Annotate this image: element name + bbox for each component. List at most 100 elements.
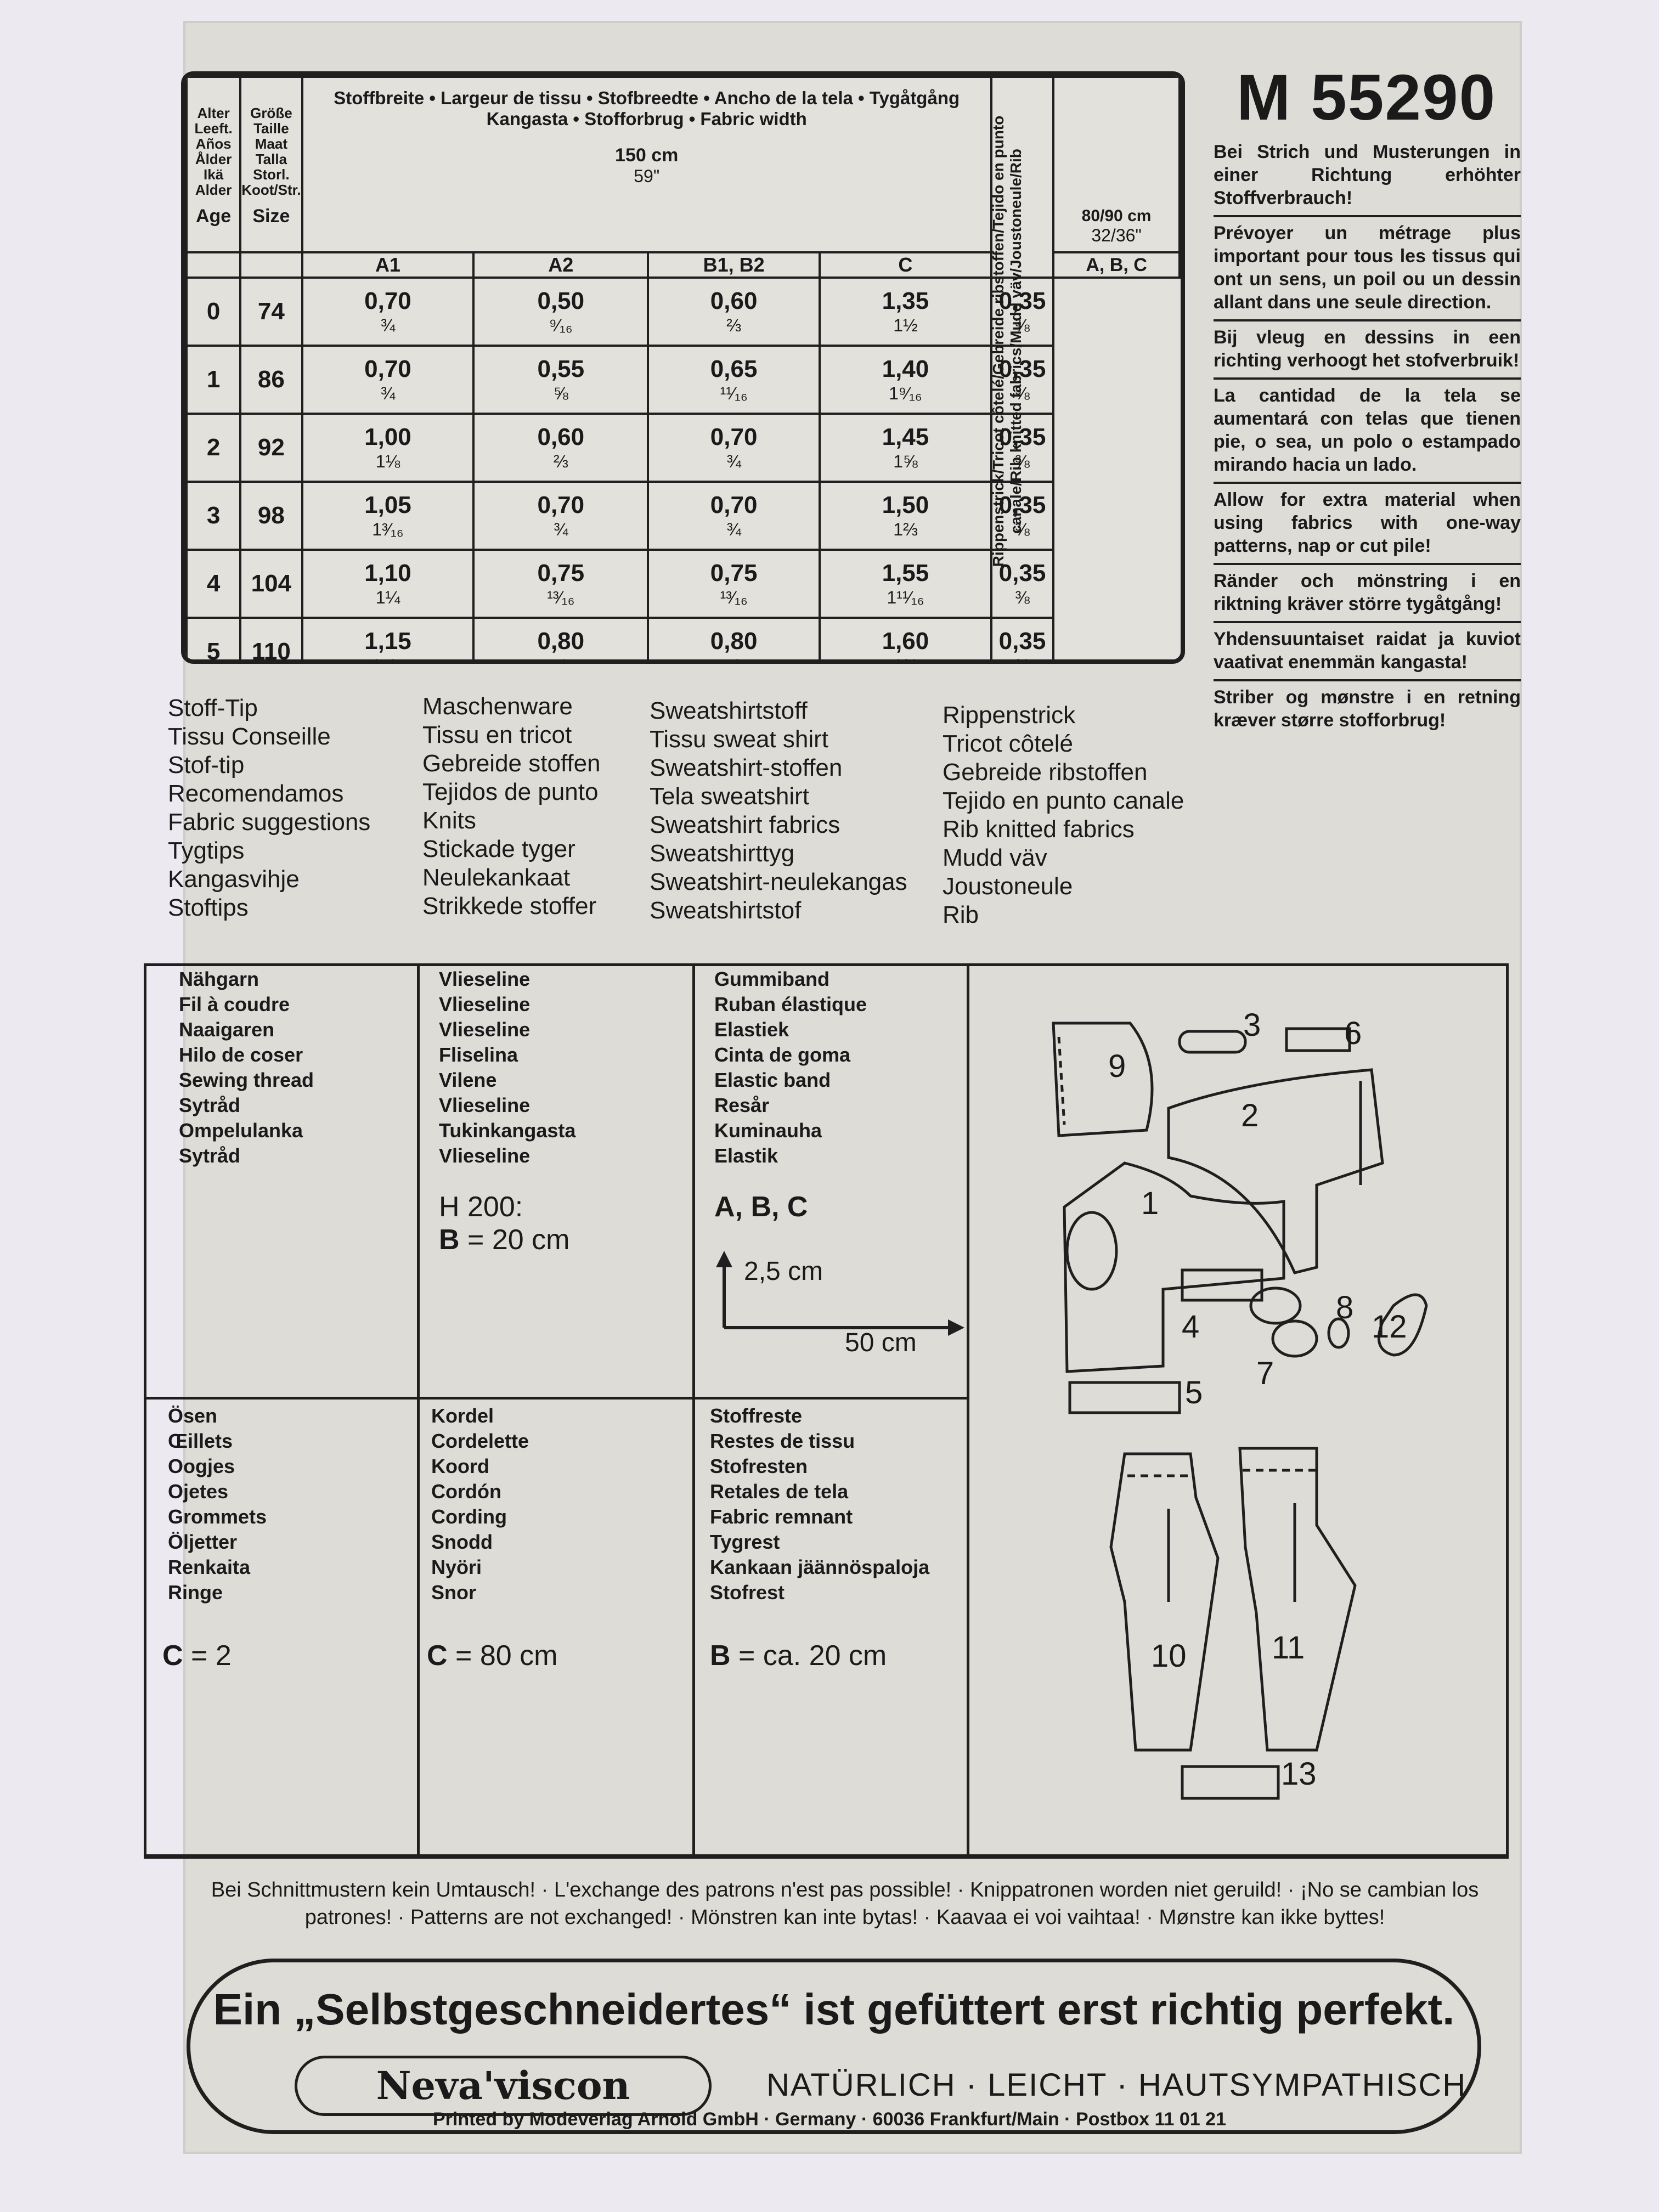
pattern-piece-7: [1249, 1286, 1302, 1325]
sugLabels-item: Stof-tip: [168, 752, 245, 778]
sizeHdr-item: Maat: [255, 136, 288, 152]
cord-amount-value: = 80 cm: [455, 1640, 558, 1672]
ageHdr-item: Alder: [195, 182, 232, 198]
sizeHdr-item: Koot/Str.: [241, 182, 301, 198]
grid-line: [967, 963, 969, 1859]
yardage-yards: ¾: [380, 383, 396, 403]
sizeHdr-item: Talla: [255, 151, 287, 167]
grommets-item: Ringe: [168, 1581, 223, 1604]
sugKnits-item: Strikkede stoffer: [422, 893, 597, 919]
yardage-cell: 0,80⅞: [647, 617, 821, 659]
sugLabels-item: Tygtips: [168, 837, 245, 864]
pattern-piece-8: [1327, 1317, 1350, 1349]
sugSweat-item: Sweatshirtstof: [650, 897, 802, 924]
rib-meters: 0,35: [998, 356, 1046, 382]
brand-tagline: NATÜRLICH · LEICHT · HAUTSYMPATHISCH: [766, 2067, 1467, 2103]
yardage-yards: 1⁹⁄₁₆: [889, 383, 922, 403]
yardage-meters: 0,70: [364, 356, 411, 382]
pattern-piece-front: [1063, 1161, 1285, 1373]
age-cell: 1: [185, 345, 242, 415]
yardage-meters: 1,15: [364, 628, 411, 654]
rib-meters: 0,35: [998, 287, 1046, 314]
size-cell: 86: [239, 345, 303, 415]
yardage-meters: 1,40: [882, 356, 929, 382]
pattern-pieces-diagram: [1052, 1022, 1428, 1800]
width-8090-in: 32/36": [1091, 225, 1142, 245]
thread-item: Ompelulanka: [179, 1119, 303, 1142]
sugRib-item: Tejido en punto canale: [943, 787, 1184, 814]
yardage-meters: 1,45: [882, 424, 929, 450]
yardage-yards: ⅔: [553, 452, 568, 471]
yardage-yards: 1³⁄₁₆: [372, 520, 404, 539]
col-c: C: [819, 251, 992, 279]
sugSweat-item: Sweatshirt fabrics: [650, 811, 840, 838]
sugRib-item: Gebreide ribstoffen: [943, 759, 1148, 786]
ageHdr-item: Ikä: [204, 166, 224, 183]
yardage-meters: 0,55: [537, 356, 585, 382]
yardage-meters: 1,10: [364, 560, 411, 586]
piece-number-11: 11: [1272, 1630, 1305, 1666]
yardage-yards: ⅔: [726, 315, 741, 335]
sugSweat-item: Tissu sweat shirt: [650, 726, 829, 753]
remnants-item: Fabric remnant: [710, 1505, 853, 1528]
rib-meters: 0,35: [998, 560, 1046, 586]
sugLabels-item: Kangasvihje: [168, 866, 300, 893]
yardage-yards: ⅞: [649, 655, 819, 659]
sugLabels-item: Stoftips: [168, 894, 249, 921]
note-paragraph: Prévoyer un métrage plus important pour …: [1214, 217, 1521, 321]
fabric-width-title-2: Kangasta • Stofforbrug • Fabric width: [486, 109, 807, 129]
interfacing-amount-value: = 20 cm: [467, 1224, 570, 1256]
yardage-meters: 0,60: [710, 287, 758, 314]
col-b1b2: B1, B2: [647, 251, 821, 279]
sugLabels-item: Recomendamos: [168, 780, 344, 807]
yardage-yards: ¹³⁄₁₆: [547, 588, 575, 607]
yardage-meters: 0,70: [710, 492, 758, 518]
sugRib-item: Mudd väv: [943, 844, 1047, 871]
yardage-meters: 1,60: [882, 628, 929, 654]
remnants-item: Kankaan jäännöspaloja: [710, 1556, 930, 1578]
piece-number-2: 2: [1241, 1098, 1259, 1133]
grommets-item: Grommets: [168, 1505, 267, 1528]
yardage-meters: 1,50: [882, 492, 929, 518]
note-paragraph: Yhdensuuntaiset raidat ja kuviot vaativa…: [1214, 623, 1521, 681]
yardage-yards: 1⁵⁄₁₆: [303, 655, 473, 659]
thread-item: Sytråd: [179, 1144, 241, 1167]
rib-column-label: Rippenstrick/Tricot côtelé/Gebreide ribs…: [990, 76, 1055, 567]
grommets-item: Renkaita: [168, 1556, 251, 1578]
remnants-item: Retales de tela: [710, 1480, 849, 1503]
sugLabels-item: Tissu Conseille: [168, 723, 331, 750]
grid-line: [144, 1854, 1509, 1857]
sugRib-item: Rib knitted fabrics: [943, 816, 1135, 843]
sizeHdr-item: Taille: [253, 120, 289, 137]
piece-number-12: 12: [1372, 1309, 1407, 1345]
grommets-amount-value: = 2: [191, 1640, 232, 1672]
brand-logo: Neva'viscon: [295, 2056, 712, 2116]
yardage-meters: 0,80: [710, 628, 758, 654]
elastic-item: Ruban élastique: [714, 993, 867, 1015]
thread-item: Sytråd: [179, 1094, 241, 1116]
size-cell: 92: [239, 413, 303, 483]
sugKnits-item: Tissu en tricot: [422, 721, 572, 748]
sugKnits-item: Maschenware: [422, 693, 573, 720]
size-cell: 110: [239, 617, 303, 659]
piece-number-6: 6: [1344, 1015, 1362, 1051]
thread-item: Fil à coudre: [179, 993, 290, 1015]
yardage-yards: 1¹¹⁄₁₆: [887, 588, 924, 607]
yardage-meters: 0,75: [710, 560, 758, 586]
age-cell: 2: [185, 413, 242, 483]
